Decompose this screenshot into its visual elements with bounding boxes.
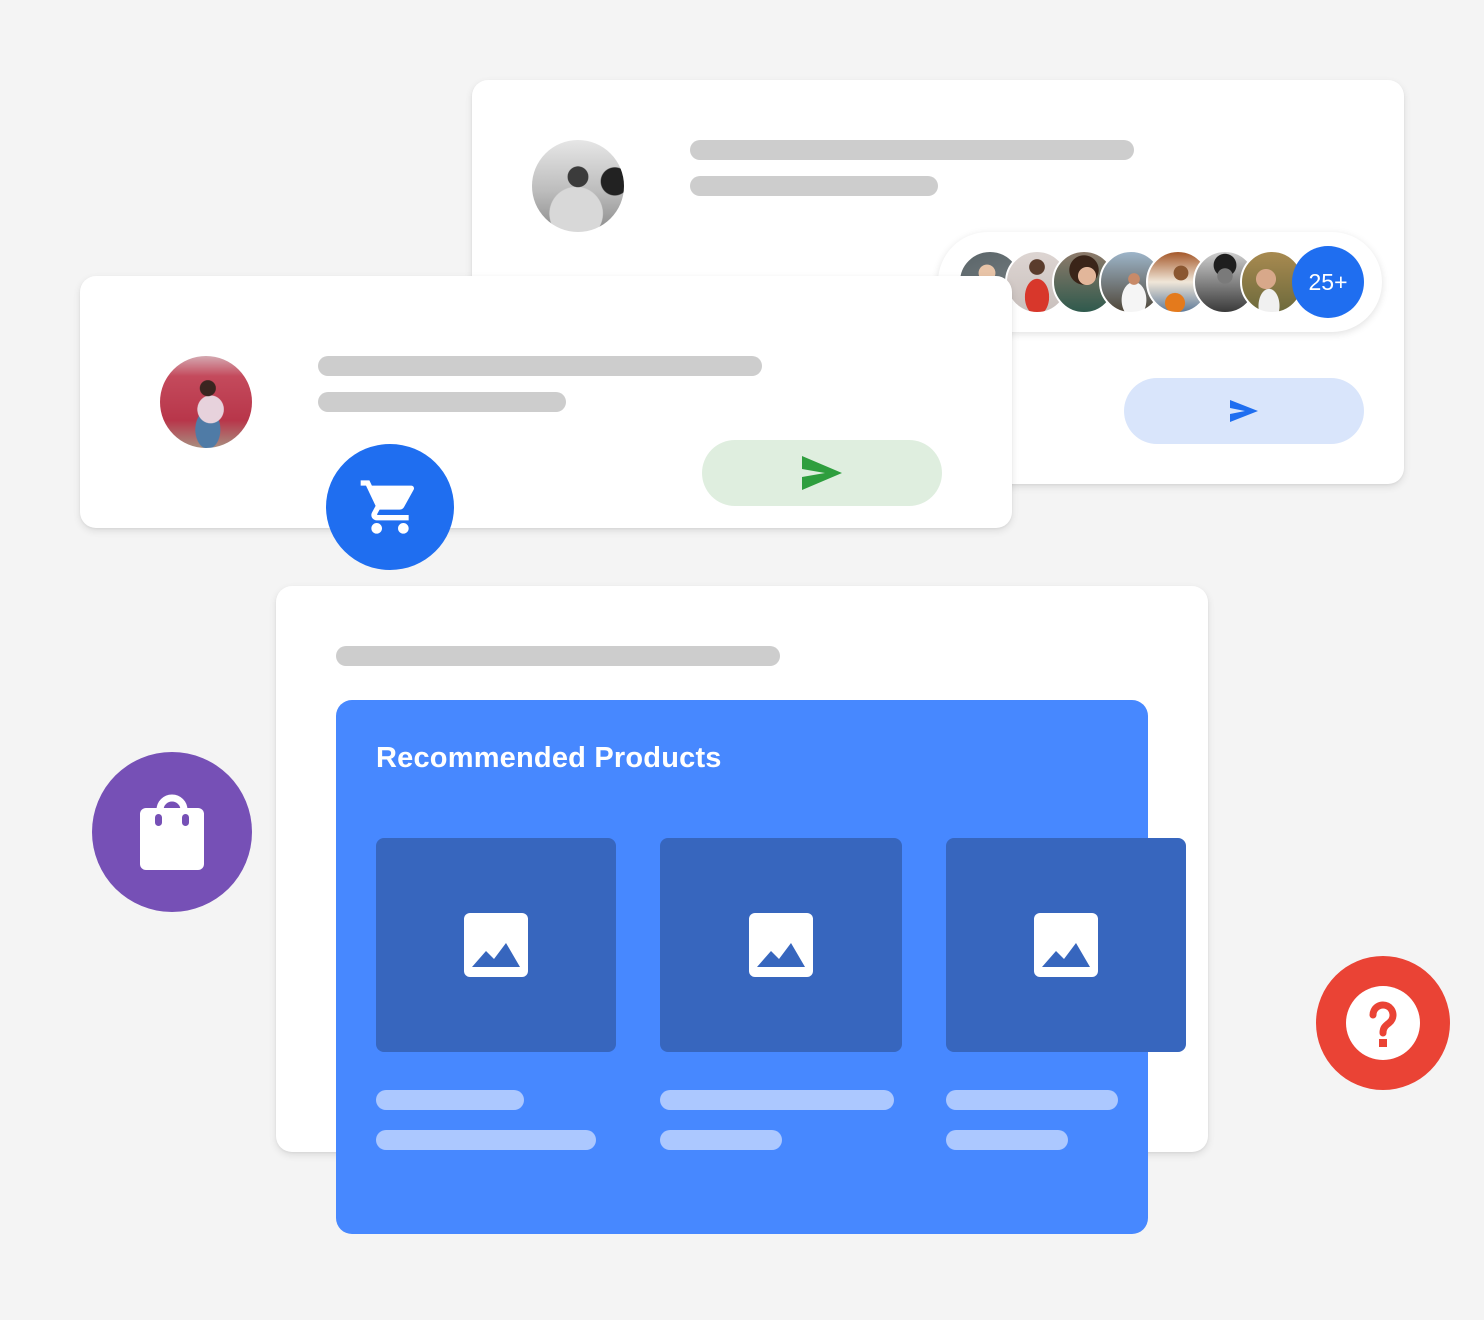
recommended-products-panel: Recommended Products: [336, 700, 1186, 1234]
avatar: [532, 140, 624, 232]
message-skeleton-line: [318, 356, 762, 376]
send-button[interactable]: [1124, 378, 1364, 444]
product-tile[interactable]: [946, 838, 1186, 1052]
image-placeholder-icon: [749, 913, 813, 977]
message-skeleton-line: [690, 140, 1134, 160]
send-icon: [802, 456, 842, 490]
product-tile[interactable]: [376, 838, 616, 1052]
message-skeleton-line: [690, 176, 938, 196]
product-tile[interactable]: [660, 838, 902, 1052]
shopping-bag-icon: [140, 794, 204, 870]
product-name-skeleton: [376, 1090, 524, 1110]
image-placeholder-icon: [464, 913, 528, 977]
recommended-products-title: Recommended Products: [376, 742, 722, 774]
product-price-skeleton: [376, 1130, 596, 1150]
shopping-cart-button[interactable]: [326, 444, 454, 570]
avatar: [160, 356, 252, 448]
help-icon: [1346, 986, 1420, 1060]
help-button[interactable]: [1316, 956, 1450, 1090]
participants-overflow-count[interactable]: 25+: [1292, 246, 1364, 318]
product-price-skeleton: [946, 1130, 1068, 1150]
content-skeleton-line: [336, 646, 780, 666]
message-skeleton-line: [318, 392, 566, 412]
product-price-skeleton: [660, 1130, 782, 1150]
shopping-cart-icon: [360, 480, 415, 534]
send-button[interactable]: [702, 440, 942, 506]
image-placeholder-icon: [1034, 913, 1098, 977]
product-name-skeleton: [660, 1090, 894, 1110]
chat-card-front: [80, 276, 1012, 528]
shopping-bag-button[interactable]: [92, 752, 252, 912]
product-name-skeleton: [946, 1090, 1118, 1110]
participants-avatar-stack[interactable]: 25+: [938, 232, 1382, 332]
send-icon: [1230, 400, 1258, 422]
